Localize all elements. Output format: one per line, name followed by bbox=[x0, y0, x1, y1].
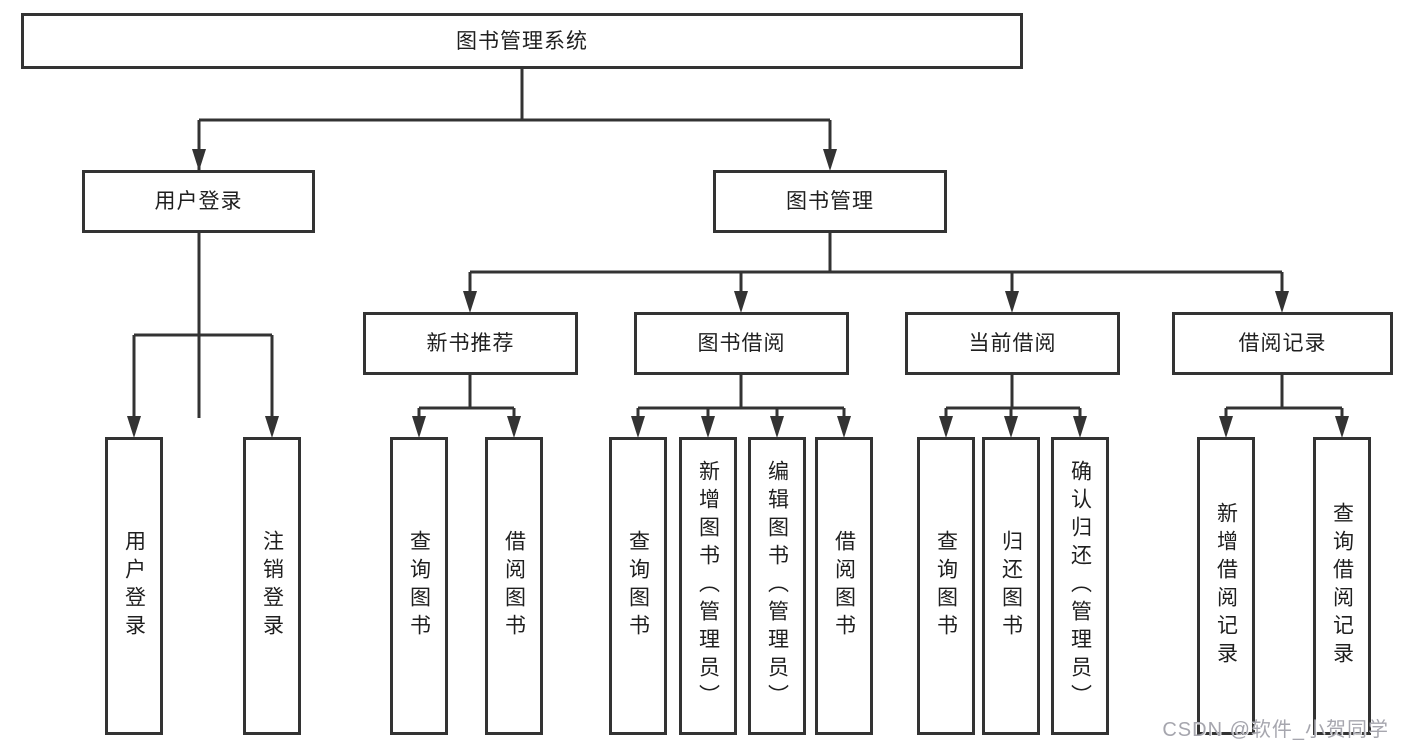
leaf-user-login: 用户登录 bbox=[105, 437, 163, 735]
node-root: 图书管理系统 bbox=[21, 13, 1023, 69]
leaf-logout: 注销登录 bbox=[243, 437, 301, 735]
leaf-newbook-borrow-books: 借阅图书 bbox=[485, 437, 543, 735]
node-book-management: 图书管理 bbox=[713, 170, 947, 233]
leaf-borrow-edit-books-admin: 编辑图书（管理员） bbox=[748, 437, 806, 735]
leaf-borrow-borrow-books: 借阅图书 bbox=[815, 437, 873, 735]
leaf-current-confirm-return-admin: 确认归还（管理员） bbox=[1051, 437, 1109, 735]
node-borrowing-records: 借阅记录 bbox=[1172, 312, 1393, 375]
node-new-book-recommend: 新书推荐 bbox=[363, 312, 578, 375]
leaf-records-query-record: 查询借阅记录 bbox=[1313, 437, 1371, 735]
leaf-newbook-query-books: 查询图书 bbox=[390, 437, 448, 735]
node-book-borrowing: 图书借阅 bbox=[634, 312, 849, 375]
leaf-records-add-record: 新增借阅记录 bbox=[1197, 437, 1255, 735]
node-user-login: 用户登录 bbox=[82, 170, 315, 233]
node-current-borrowing: 当前借阅 bbox=[905, 312, 1120, 375]
watermark: CSDN @软件_小贺同学 bbox=[1162, 719, 1389, 741]
leaf-borrow-query-books: 查询图书 bbox=[609, 437, 667, 735]
leaf-borrow-add-books-admin: 新增图书（管理员） bbox=[679, 437, 737, 735]
leaf-current-query-books: 查询图书 bbox=[917, 437, 975, 735]
leaf-current-return-books: 归还图书 bbox=[982, 437, 1040, 735]
